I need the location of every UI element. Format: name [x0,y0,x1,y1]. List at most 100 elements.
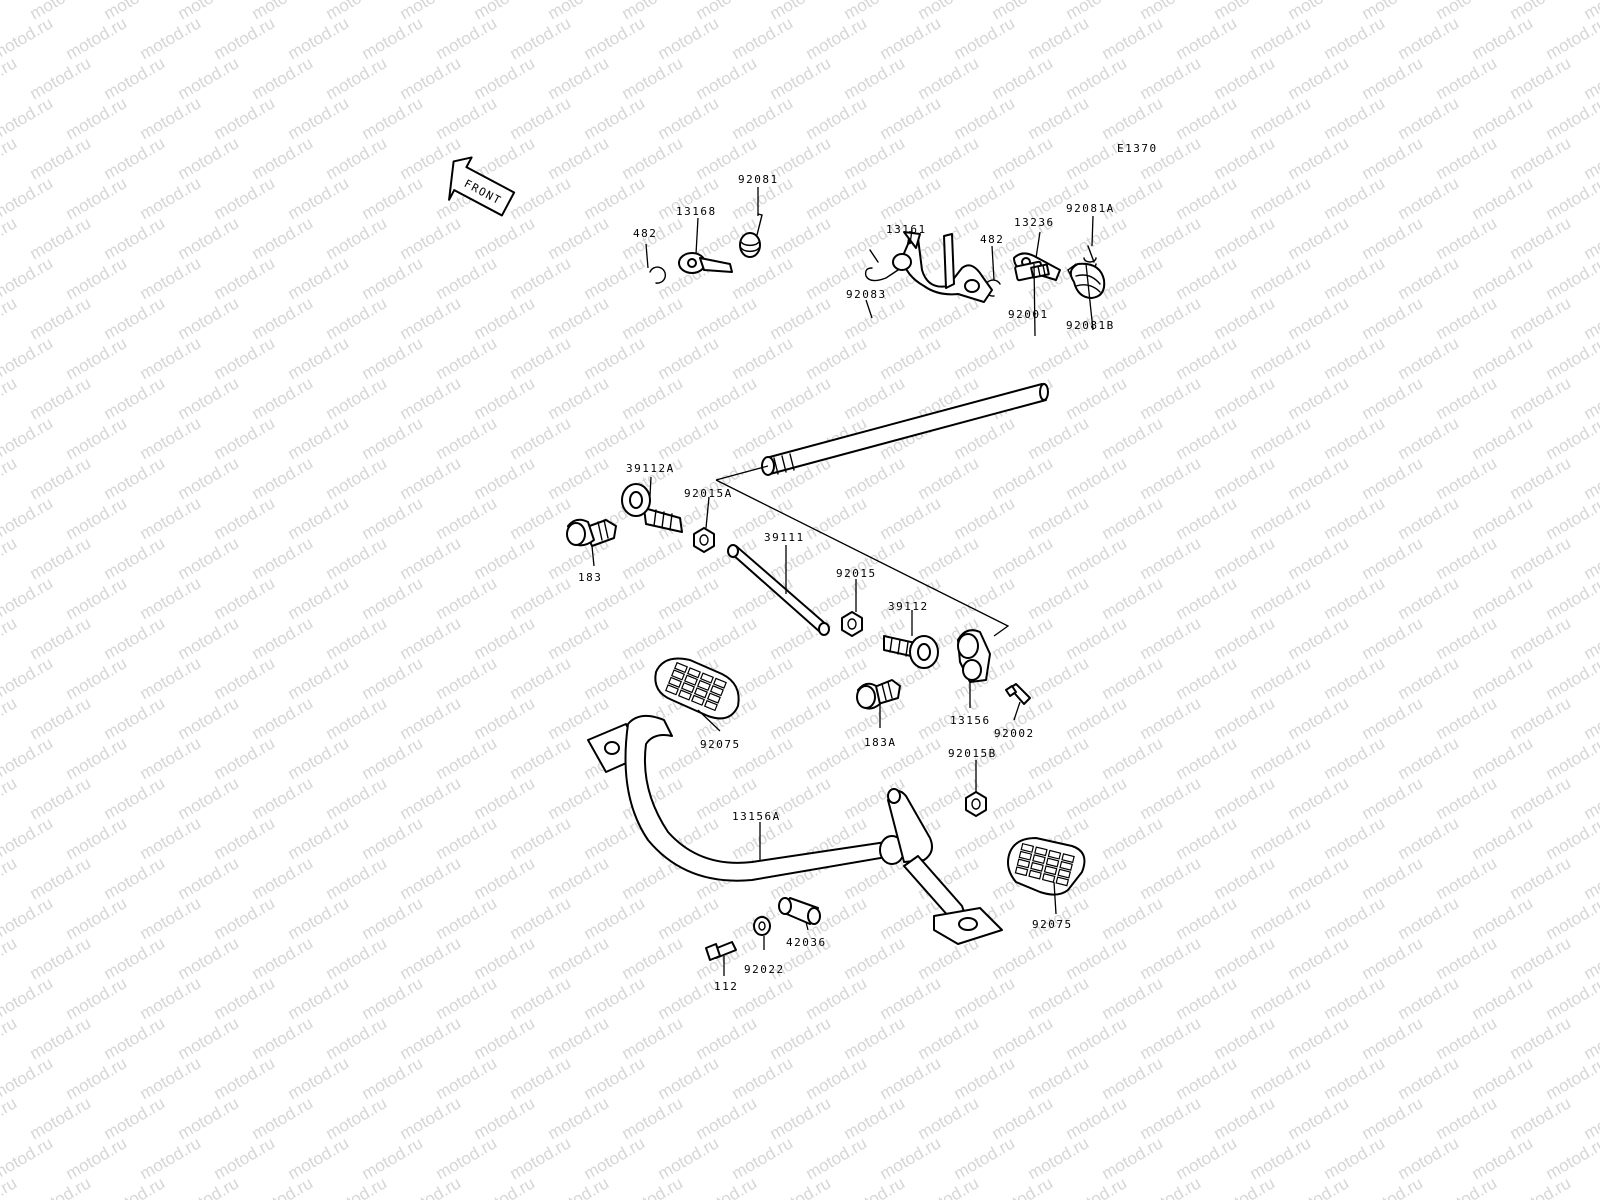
clamp-13156 [957,629,991,683]
watermark-text: motod.ru [63,13,131,63]
watermark-text: motod.ru [137,973,205,1023]
watermark-text: motod.ru [693,293,761,343]
rod-end-39112 [883,635,939,669]
rod-39111 [727,544,830,636]
watermark-text: motod.ru [63,733,131,783]
watermark-text: motod.ru [1285,1093,1353,1143]
watermark-text: motod.ru [545,293,613,343]
watermark-text: motod.ru [1507,693,1575,743]
rubber-cell [683,674,698,686]
watermark-text: motod.ru [693,373,761,423]
watermark-text: motod.ru [1173,493,1241,543]
watermark-text: motod.ru [989,53,1057,103]
watermark-text: motod.ru [1137,1013,1205,1063]
watermark-text: motod.ru [1025,1053,1093,1103]
watermark-text: motod.ru [285,493,353,543]
watermark-text: motod.ru [471,613,539,663]
watermark-text: motod.ru [101,693,169,743]
watermark-text: motod.ru [285,253,353,303]
watermark-text: motod.ru [507,1053,575,1103]
watermark-text: motod.ru [545,213,613,263]
watermark-text: motod.ru [1321,653,1389,703]
label-13156: 13156 [950,714,991,727]
watermark-text: motod.ru [951,573,1019,623]
watermark-text: motod.ru [989,533,1057,583]
watermark-text: motod.ru [359,653,427,703]
bolt-183 [566,518,617,547]
watermark-text: motod.ru [397,773,465,823]
watermark-text: motod.ru [1507,533,1575,583]
watermark-text: motod.ru [1543,253,1600,303]
watermark-text: motod.ru [877,173,945,223]
rubber-cell [1018,850,1033,861]
watermark-text: motod.ru [323,293,391,343]
watermark-text: motod.ru [359,813,427,863]
watermark-text: motod.ru [877,93,945,143]
watermark-text: motod.ru [767,693,835,743]
watermark-text: motod.ru [1469,333,1537,383]
rubber-cell [1059,860,1073,871]
label-13168: 13168 [676,205,717,218]
diagram-code: E1370 [1117,142,1158,155]
watermark-text: motod.ru [581,893,649,943]
watermark-text: motod.ru [1507,933,1575,983]
watermark-text: motod.ru [1395,333,1463,383]
watermark-text: motod.ru [1099,333,1167,383]
watermark-text: motod.ru [211,813,279,863]
watermark-text: motod.ru [27,1013,95,1063]
watermark-text: motod.ru [767,293,835,343]
watermark-text: motod.ru [693,1173,761,1200]
watermark-text: motod.ru [507,653,575,703]
watermark-text: motod.ru [1395,1053,1463,1103]
watermark-text: motod.ru [137,173,205,223]
watermark-text: motod.ru [841,1173,909,1200]
watermark-text: motod.ru [1433,533,1501,583]
watermark-text: motod.ru [433,1053,501,1103]
label-92083: 92083 [846,288,887,301]
watermark-text: motod.ru [619,53,687,103]
watermark-text: motod.ru [619,1013,687,1063]
watermark-text: motod.ru [249,533,317,583]
watermark-text: motod.ru [175,53,243,103]
watermark-text: motod.ru [249,453,317,503]
nut-92015 [841,611,863,637]
watermark-text: motod.ru [175,373,243,423]
watermark-text: motod.ru [249,1013,317,1063]
watermark-text: motod.ru [1543,1053,1600,1103]
circlip-482-left [649,266,667,284]
watermark-text: motod.ru [1359,533,1427,583]
watermark-text: motod.ru [0,533,20,583]
watermark-text: motod.ru [359,493,427,543]
label-92015A: 92015A [684,487,733,500]
label-92015B: 92015B [948,747,997,760]
watermark-text: motod.ru [1099,173,1167,223]
pedal-lever-13156A [587,714,1003,945]
watermark-text: motod.ru [1507,133,1575,183]
watermark-text: motod.ru [767,53,835,103]
watermark-text: motod.ru [989,453,1057,503]
watermark-text: motod.ru [1395,413,1463,463]
watermark-text: motod.ru [1137,373,1205,423]
watermark-text: motod.ru [27,133,95,183]
watermark-text: motod.ru [1173,93,1241,143]
watermark-text: motod.ru [1211,1093,1279,1143]
rod-end-39112A [621,483,683,533]
watermark-text: motod.ru [1099,573,1167,623]
watermark-text: motod.ru [729,93,797,143]
watermark-text: motod.ru [1395,573,1463,623]
watermark-text: motod.ru [397,853,465,903]
watermark-text: motod.ru [1395,653,1463,703]
watermark-text: motod.ru [1137,533,1205,583]
rubber-cell [680,681,695,694]
watermark-text: motod.ru [841,1013,909,1063]
watermark-text: motod.ru [0,693,20,743]
watermark-text: motod.ru [1173,173,1241,223]
watermark-text: motod.ru [729,973,797,1023]
watermark-text: motod.ru [619,1093,687,1143]
watermark-text: motod.ru [951,1053,1019,1103]
watermark-text: motod.ru [1433,293,1501,343]
watermark-text: motod.ru [1321,13,1389,63]
watermark-text: motod.ru [1433,53,1501,103]
watermark-text: motod.ru [915,1093,983,1143]
